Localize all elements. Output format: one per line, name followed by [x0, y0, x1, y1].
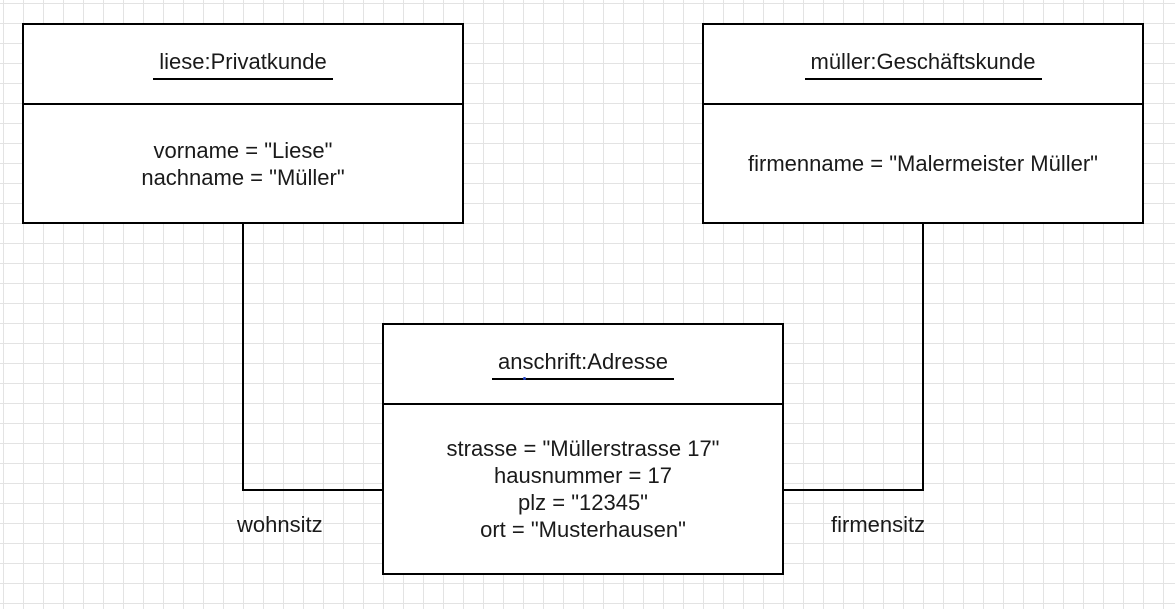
object-header-anschrift: anschrift:Adresse: [384, 325, 782, 405]
object-title-mueller[interactable]: müller:Geschäftskunde: [804, 49, 1042, 80]
object-box-liese[interactable]: liese:Privatkunde vorname = "Liese" nach…: [22, 23, 464, 224]
attribute-nachname[interactable]: nachname = "Müller": [141, 164, 345, 190]
object-title-liese[interactable]: liese:Privatkunde: [153, 49, 333, 80]
cursor-dot-icon: [523, 377, 526, 380]
object-box-mueller[interactable]: müller:Geschäftskunde firmenname = "Male…: [702, 23, 1144, 224]
association-label-firmensitz[interactable]: firmensitz: [831, 512, 926, 537]
object-attributes-anschrift: strasse = "Müllerstrasse 17" hausnummer …: [384, 405, 782, 573]
association-label-wohnsitz[interactable]: wohnsitz: [237, 512, 323, 537]
association-line-firmensitz[interactable]: [782, 223, 924, 491]
attribute-vorname[interactable]: vorname = "Liese": [153, 137, 333, 163]
object-attributes-mueller: firmenname = "Malermeister Müller": [704, 105, 1142, 222]
association-line-wohnsitz[interactable]: [242, 223, 384, 491]
object-box-anschrift[interactable]: anschrift:Adresse strasse = "Müllerstras…: [382, 323, 784, 575]
object-header-mueller: müller:Geschäftskunde: [704, 25, 1142, 105]
object-attributes-liese: vorname = "Liese" nachname = "Müller": [24, 105, 462, 222]
attribute-firmenname[interactable]: firmenname = "Malermeister Müller": [748, 151, 1098, 176]
attribute-strasse[interactable]: strasse = "Müllerstrasse 17": [446, 436, 720, 461]
attribute-hausnummer[interactable]: hausnummer = 17: [494, 463, 672, 488]
object-title-anschrift[interactable]: anschrift:Adresse: [492, 349, 674, 380]
attribute-ort[interactable]: ort = "Musterhausen": [480, 517, 686, 542]
attribute-plz[interactable]: plz = "12345": [518, 490, 648, 515]
object-header-liese: liese:Privatkunde: [24, 25, 462, 105]
